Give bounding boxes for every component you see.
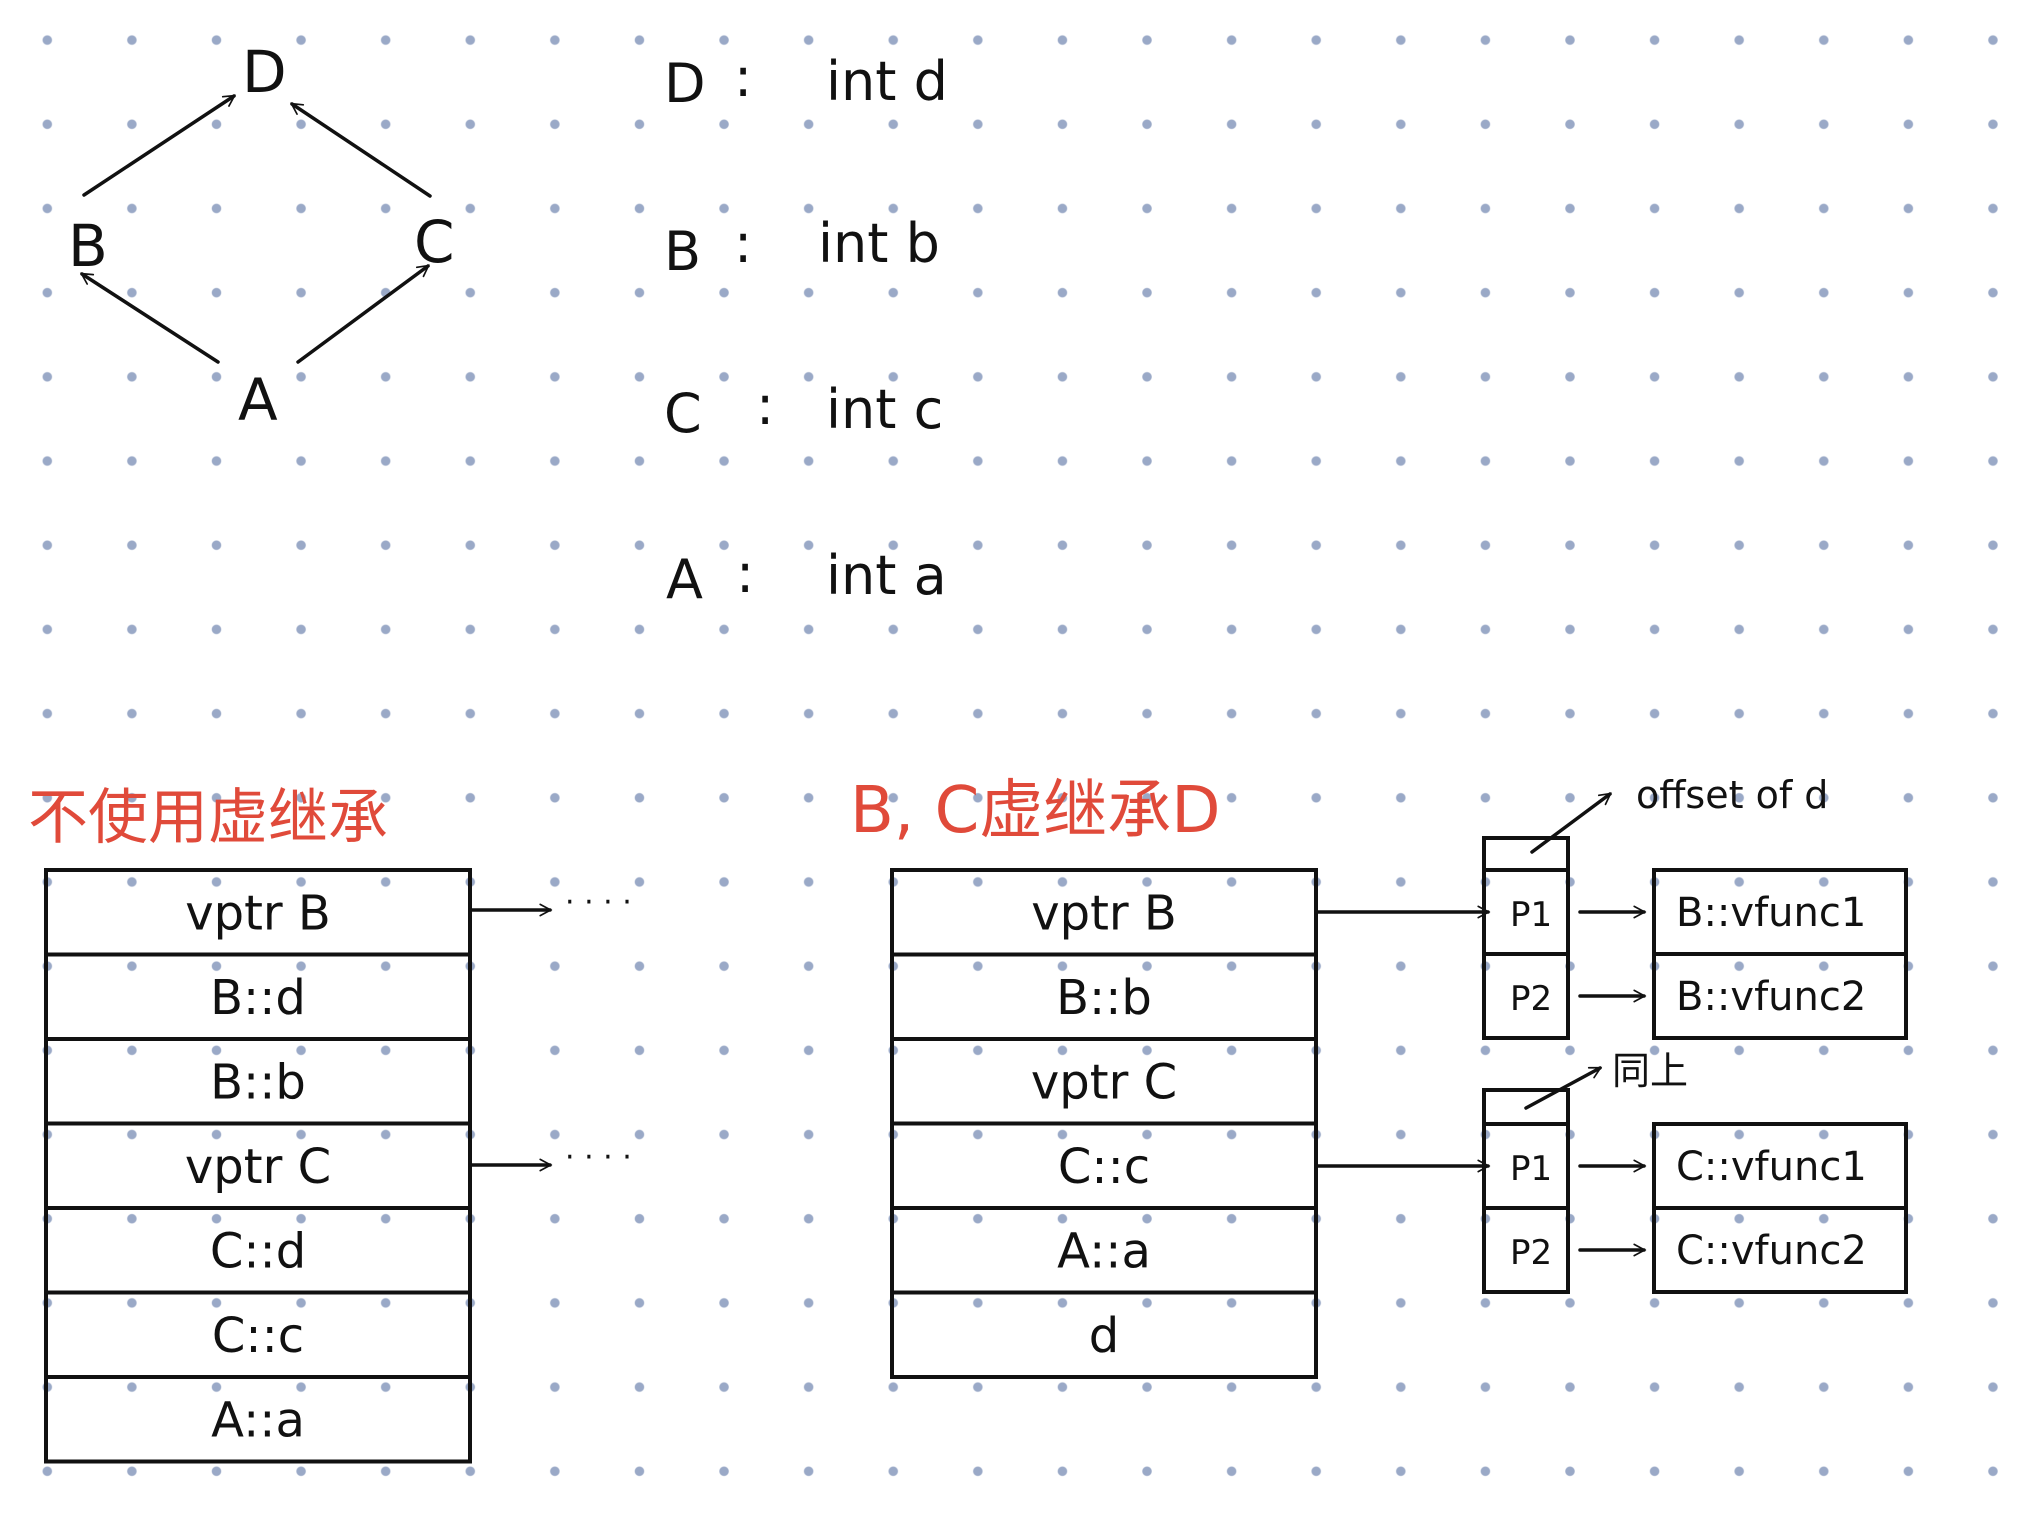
function-label: B::vfunc1 <box>1676 890 1866 936</box>
member-declaration: int a <box>826 544 947 607</box>
vtable-b: offset of d P1 P2 B::vfunc1 B::vfunc2 <box>1482 773 1908 1040</box>
member-separator: : <box>734 212 752 275</box>
slot-label: P2 <box>1510 979 1552 1019</box>
vtable-header-cell <box>1482 836 1570 872</box>
memory-row-cell <box>890 1290 1318 1379</box>
layout-title: 不使用虚继承 <box>28 783 388 853</box>
memory-row-label: A::a <box>211 1392 305 1448</box>
slot-label: P1 <box>1510 1149 1552 1189</box>
memory-row-label: A::a <box>1057 1223 1151 1279</box>
node-b: B <box>68 212 108 280</box>
member-d: D : int d <box>664 46 948 115</box>
ellipsis-label: · · · · <box>565 885 632 920</box>
function-cell <box>1652 1206 1908 1294</box>
member-c: C : int c <box>664 374 943 445</box>
member-class-label: D <box>664 52 706 115</box>
memory-row-label: vptr B <box>1031 885 1177 941</box>
layout-title: B, C虚继承D <box>850 774 1221 848</box>
edge-c-to-d <box>289 102 432 198</box>
memory-row-label: d <box>1089 1308 1119 1364</box>
edge-b-to-d <box>82 94 237 197</box>
node-d: D <box>242 38 287 106</box>
member-a: A : int a <box>666 542 947 611</box>
edge-a-to-b <box>79 272 220 364</box>
offset-arrow <box>1524 1066 1603 1110</box>
node-a: A <box>238 366 278 434</box>
member-separator: : <box>736 542 754 605</box>
offset-arrow <box>1530 792 1612 854</box>
node-c: C <box>414 208 455 276</box>
memory-row-label: C::c <box>212 1308 304 1364</box>
memory-row-label: B::d <box>210 970 306 1026</box>
memory-row-label: B::b <box>210 1054 306 1110</box>
same-as-above-note: 同上 <box>1612 1049 1688 1093</box>
member-class-label: A <box>666 548 703 611</box>
member-declaration: int c <box>826 378 943 441</box>
edge-a-to-c <box>296 264 430 364</box>
memory-row-label: vptr B <box>185 885 331 941</box>
ellipsis-label: · · · · <box>565 1140 632 1175</box>
member-list: D : int d B : int b C : int c A : int a <box>664 46 948 611</box>
vtable-slot <box>1482 952 1570 1040</box>
vtable-slot <box>1482 1206 1570 1294</box>
memory-row-label: C::d <box>210 1223 306 1279</box>
member-separator: : <box>734 46 752 109</box>
memory-row-label: C::c <box>1058 1139 1150 1195</box>
member-declaration: int b <box>818 212 940 275</box>
member-class-label: B <box>664 220 701 283</box>
function-label: C::vfunc1 <box>1676 1144 1867 1190</box>
memory-row-label: vptr C <box>1031 1054 1177 1110</box>
memory-row-label: vptr C <box>185 1139 331 1195</box>
vtable-c: 同上 P1 P2 C::vfunc1 C::vfunc2 <box>1482 1049 1908 1294</box>
slot-label: P1 <box>1510 895 1552 935</box>
inheritance-graph: D B C A <box>68 38 455 434</box>
memory-row-label: B::b <box>1056 970 1152 1026</box>
member-b: B : int b <box>664 212 940 283</box>
offset-note: offset of d <box>1636 773 1828 817</box>
slot-label: P2 <box>1510 1233 1552 1273</box>
member-separator: : <box>756 374 774 437</box>
function-label: C::vfunc2 <box>1676 1228 1867 1274</box>
member-declaration: int d <box>826 50 948 113</box>
function-cell <box>1652 952 1908 1040</box>
memory-row-cell <box>44 1375 472 1464</box>
function-label: B::vfunc2 <box>1676 974 1866 1020</box>
member-class-label: C <box>664 382 702 445</box>
